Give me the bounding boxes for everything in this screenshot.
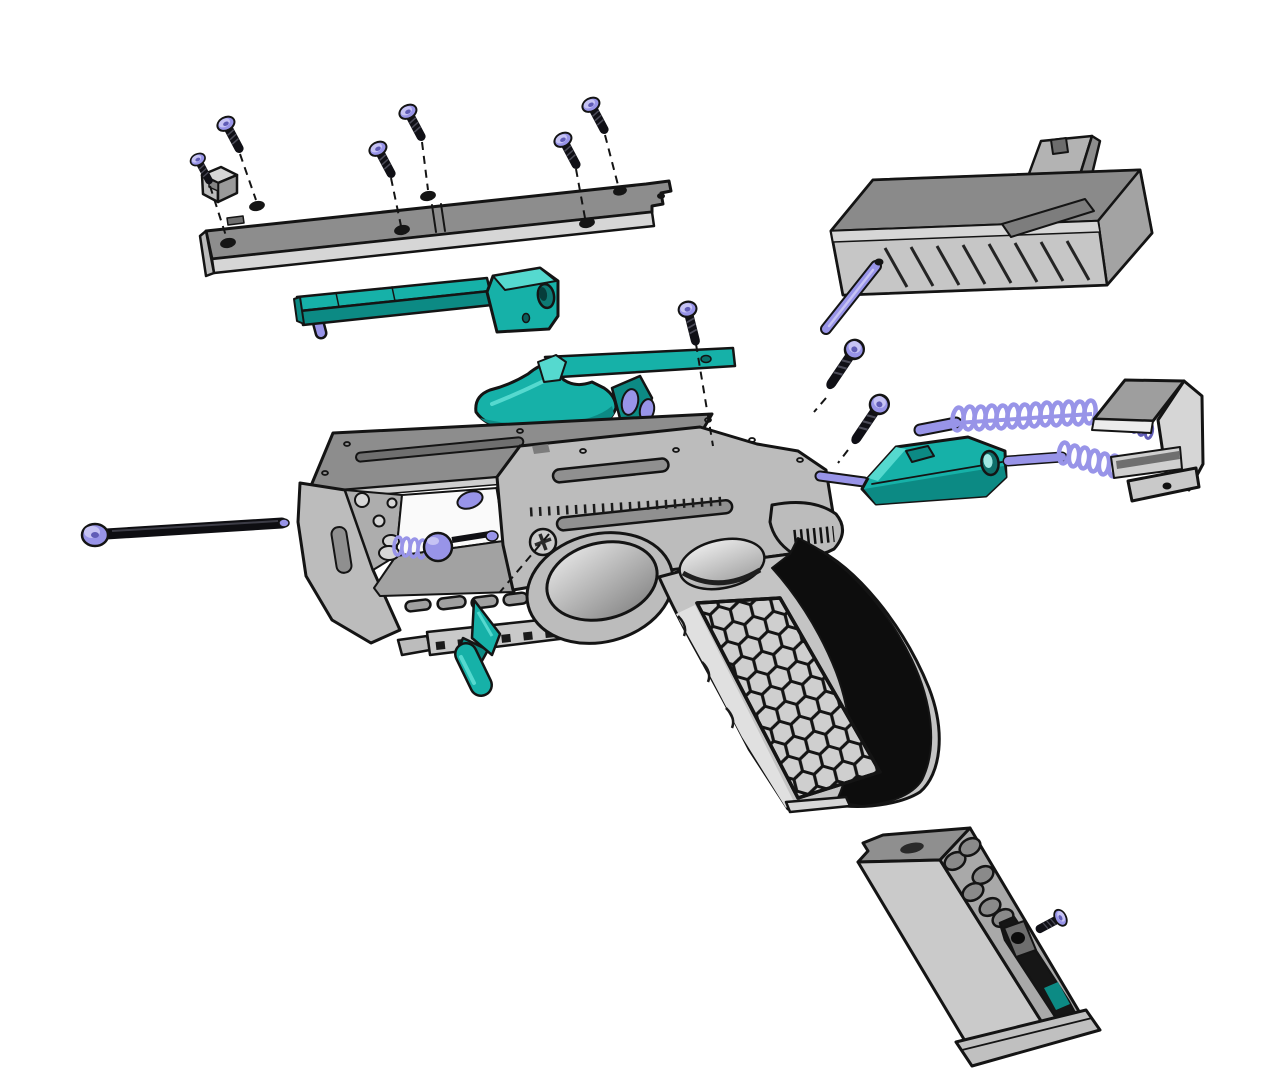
detent-ball-and-spring bbox=[392, 490, 499, 563]
beavertail-serrations bbox=[793, 526, 835, 546]
magazine-holes bbox=[943, 836, 1015, 929]
leader-line-frame-screw bbox=[499, 533, 550, 593]
plate-seam bbox=[431, 204, 437, 233]
grip-honeycomb-panel bbox=[695, 596, 882, 800]
frame-lower-slots bbox=[404, 591, 529, 613]
hammer-screw bbox=[677, 300, 714, 447]
frame-screw-phillips bbox=[528, 527, 558, 557]
takedown-rod bbox=[80, 517, 290, 548]
recoil-spring-upper bbox=[950, 398, 1098, 433]
slide bbox=[820, 134, 1154, 335]
frame-serrations bbox=[529, 496, 727, 517]
magwell-lip bbox=[784, 795, 852, 814]
frame-screws-diagonal bbox=[813, 336, 892, 464]
trigger-lever bbox=[454, 598, 502, 697]
magazine-screw bbox=[1035, 908, 1069, 937]
frame-slot-lower bbox=[555, 499, 734, 532]
slide-serrations bbox=[883, 240, 1091, 288]
trigger-guard-opening bbox=[545, 540, 659, 622]
bolt-block bbox=[860, 435, 1008, 506]
cover-plate-screws bbox=[188, 95, 612, 184]
frame-slot-upper bbox=[551, 457, 670, 484]
top-cover-plate bbox=[198, 179, 673, 278]
plate-screw-holes bbox=[220, 186, 665, 249]
barrel-assembly bbox=[293, 266, 560, 340]
detent-ball bbox=[422, 531, 454, 563]
frame-screw-dots bbox=[321, 417, 804, 476]
rear-end-cap bbox=[1091, 378, 1205, 503]
recoil-springs-and-guide-rods bbox=[913, 398, 1155, 479]
finger-grooves bbox=[677, 615, 735, 729]
grip-backstrap bbox=[771, 537, 933, 807]
slide-pin bbox=[820, 258, 884, 335]
hammer-spring bbox=[620, 388, 640, 416]
magazine bbox=[856, 826, 1102, 1068]
bolt-pin bbox=[814, 470, 870, 488]
leader-lines-top bbox=[209, 134, 619, 237]
rail-slot bbox=[355, 436, 525, 463]
main-frame bbox=[296, 412, 941, 814]
